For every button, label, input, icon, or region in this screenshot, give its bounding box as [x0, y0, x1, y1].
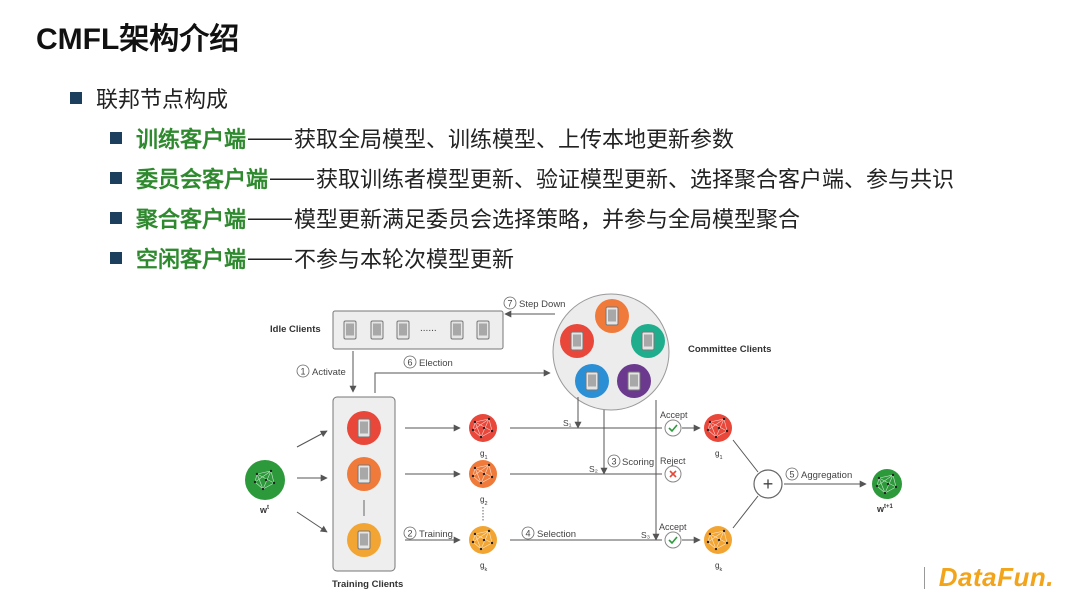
step-number: 3	[611, 457, 616, 467]
score-s3: S₃	[641, 530, 650, 540]
check-mark	[668, 424, 678, 433]
aggregation-line	[732, 439, 759, 473]
idle-ellipsis: ......	[420, 323, 437, 334]
step-number-badge	[785, 467, 799, 481]
bullet-desc: 不参与本轮次模型更新	[294, 247, 515, 272]
step-number: 6	[407, 358, 412, 368]
logo-divider	[923, 566, 925, 589]
step-number-badge	[403, 526, 417, 540]
phone-icon	[357, 530, 371, 550]
training-clients-label: Training Clients	[332, 579, 403, 590]
training-label: Training	[419, 529, 453, 540]
score-s1: S₁	[563, 418, 572, 428]
step-number-badge	[503, 296, 517, 310]
bullet-label: 空闲客户端	[136, 247, 247, 272]
idle-phone-icon	[343, 320, 357, 340]
bullet-label: 训练客户端	[136, 127, 247, 152]
election-arrow	[374, 369, 551, 393]
bullet-committee-client: 委员会客户端 —— 获取训练者模型更新、验证模型更新、选择聚合客户端、参与共识	[110, 162, 954, 194]
bullet-label: 聚合客户端	[136, 207, 247, 232]
phone-icon	[585, 371, 599, 391]
bullet-separator: ——	[248, 205, 293, 230]
cross-mark	[669, 470, 677, 478]
bullet-square-icon	[70, 92, 82, 104]
accept-label-bottom: Accept	[659, 522, 687, 532]
reject-label: Reject	[660, 456, 686, 466]
step-down-label: Step Down	[519, 299, 565, 310]
bullet-level1-text: 联邦节点构成	[96, 87, 229, 112]
scoring-label: Scoring	[622, 457, 654, 468]
bullet-separator: ——	[248, 245, 293, 270]
global-model-label: wt	[259, 505, 269, 515]
accept-check-icon	[664, 419, 682, 437]
phone-icon	[641, 331, 655, 351]
step-number-badge	[607, 454, 621, 468]
bullet-desc: 获取全局模型、训练模型、上传本地更新参数	[294, 127, 735, 152]
accepted-update-label: gk	[715, 561, 722, 573]
step-number: 4	[525, 529, 530, 539]
accepted-update-label: g1	[715, 449, 723, 461]
check-mark	[668, 536, 678, 545]
page-title: CMFL架构介绍	[36, 23, 240, 56]
step-number-badge	[403, 355, 417, 369]
step-number-badge	[296, 364, 310, 378]
bullet-square-icon	[110, 212, 122, 224]
local-update-label: g2	[480, 495, 488, 507]
phone-icon	[605, 306, 619, 326]
bullet-aggregation-client: 聚合客户端 —— 模型更新满足委员会选择策略，并参与全局模型聚合	[110, 202, 800, 234]
accept-label-top: Accept	[660, 410, 688, 420]
bullet-level1: 联邦节点构成	[70, 82, 228, 114]
accept-check-icon	[664, 531, 682, 549]
step-number: 2	[407, 529, 412, 539]
new-global-model-label: wt+1	[876, 504, 894, 514]
aggregation-line	[732, 495, 759, 529]
bullet-idle-client: 空闲客户端 —— 不参与本轮次模型更新	[110, 242, 514, 274]
plus-sign: +	[763, 474, 774, 494]
score-s2: S₂	[589, 464, 598, 474]
phone-icon	[357, 464, 371, 484]
phone-icon	[627, 371, 641, 391]
distribute-arrow	[296, 511, 328, 533]
step-number-badge	[521, 526, 535, 540]
logo-text: DataFun.	[938, 562, 1054, 592]
step-number: 1	[300, 367, 305, 377]
election-label: Election	[419, 358, 453, 369]
bullet-separator: ——	[248, 125, 293, 150]
bullet-desc: 模型更新满足委员会选择策略，并参与全局模型聚合	[294, 207, 801, 232]
datafun-logo: DataFun.	[923, 562, 1054, 593]
distribute-arrow	[296, 430, 328, 448]
bullet-label: 委员会客户端	[136, 167, 269, 192]
bullet-square-icon	[110, 132, 122, 144]
local-update-label: g1	[480, 449, 488, 461]
aggregation-label: Aggregation	[801, 470, 852, 481]
phone-icon	[357, 418, 371, 438]
step-number: 5	[789, 470, 794, 480]
bullet-square-icon	[110, 252, 122, 264]
idle-phone-icon	[396, 320, 410, 340]
bullet-separator: ——	[270, 165, 315, 190]
aggregation-plus-icon	[753, 469, 783, 499]
local-update-label: gk	[480, 561, 487, 573]
idle-clients-label: Idle Clients	[270, 324, 321, 335]
bullet-training-client: 训练客户端 —— 获取全局模型、训练模型、上传本地更新参数	[110, 122, 734, 154]
activate-label: Activate	[312, 367, 346, 378]
idle-phone-icon	[476, 320, 490, 340]
selection-label: Selection	[537, 529, 576, 540]
idle-phone-icon	[450, 320, 464, 340]
bullet-desc: 获取训练者模型更新、验证模型更新、选择聚合客户端、参与共识	[316, 167, 955, 192]
step-number: 7	[507, 299, 512, 309]
bullet-square-icon	[110, 172, 122, 184]
committee-clients-label: Committee Clients	[688, 344, 771, 355]
phone-icon	[570, 331, 584, 351]
idle-phone-icon	[370, 320, 384, 340]
